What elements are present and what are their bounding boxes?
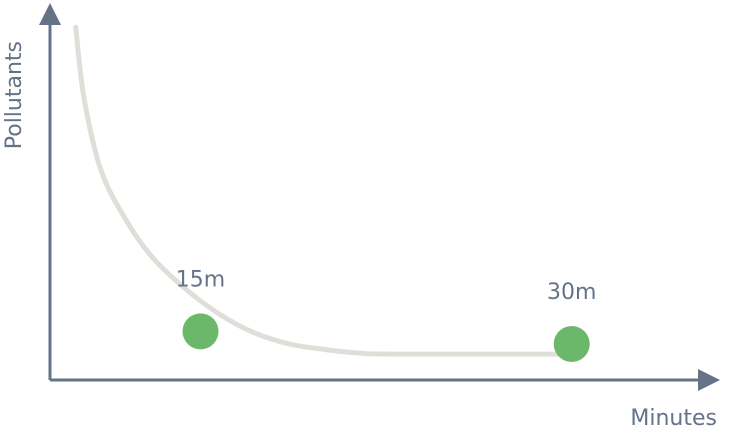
y-axis-arrow-icon: [39, 3, 61, 25]
data-point-30m: [553, 326, 590, 362]
data-markers: 15m 30m: [176, 267, 596, 362]
pollutant-curve: [73, 24, 566, 357]
x-axis-arrow-icon: [698, 369, 720, 391]
y-axis-title: Pollutants: [2, 41, 27, 149]
x-axis-title: Minutes: [630, 406, 717, 431]
chart-axes: [39, 3, 720, 391]
data-label-30m: 30m: [547, 280, 596, 305]
data-label-15m: 15m: [176, 267, 225, 292]
data-point-15m: [182, 313, 219, 350]
